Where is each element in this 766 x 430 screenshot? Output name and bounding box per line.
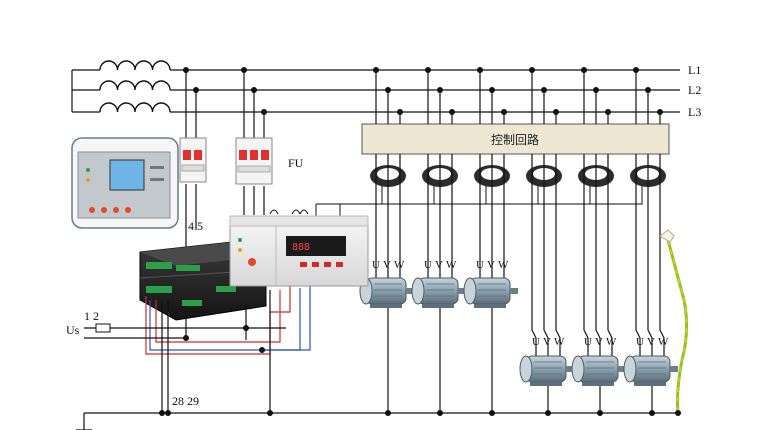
motor-terminal-label: W (606, 336, 617, 348)
svg-text:888: 888 (292, 242, 310, 253)
motor-terminal-label: U (372, 259, 380, 271)
motor-terminal-label: W (394, 259, 405, 271)
motor-terminal-label: V (647, 336, 655, 348)
motor-icon (519, 355, 574, 386)
motor-terminal-label: U (532, 336, 540, 348)
line-label-l1: L1 (688, 63, 701, 77)
inductor-coil (99, 80, 171, 91)
motor-icon (411, 277, 466, 308)
motor-icon (571, 355, 626, 386)
display-inset (71, 137, 179, 229)
motor-terminal-label: W (554, 336, 565, 348)
motor-terminal-label: V (435, 259, 443, 271)
motor-terminal-label: W (446, 259, 457, 271)
inductor-icon (99, 60, 171, 114)
control-loop-box (361, 123, 670, 155)
terminal-label-4-5: 4 5 (188, 219, 203, 233)
ground-icon (659, 229, 689, 416)
supply-lines (84, 323, 286, 339)
line-label-l3: L3 (688, 105, 701, 119)
supply-label: Us (66, 323, 80, 337)
motor-terminal-label: U (584, 336, 592, 348)
inductor-coil (99, 60, 171, 71)
fuse-feeders (183, 67, 267, 140)
control-loop-label: 控制回路 (491, 132, 539, 147)
control-wires (145, 284, 311, 416)
terminal-label-1-2: 1 2 (84, 309, 99, 323)
motor-terminal-label: V (383, 259, 391, 271)
motor-icon (623, 355, 678, 386)
motor-terminal-label: W (658, 336, 669, 348)
bottom-bus (76, 412, 680, 430)
fuse-label: FU (288, 156, 304, 170)
fuse-icon (179, 137, 207, 183)
terminal-label-28-29: 28 29 (172, 394, 199, 408)
fuse-icon (235, 137, 273, 185)
motor-terminal-label: U (636, 336, 644, 348)
motor-terminal-label: W (498, 259, 509, 271)
motor-terminal-label: U (424, 259, 432, 271)
motor-terminal-label: V (487, 259, 495, 271)
motor-icon (463, 277, 518, 308)
motor-terminal-label: V (595, 336, 603, 348)
display-module-icon: 888 (229, 209, 369, 287)
motor-terminal-label: V (543, 336, 551, 348)
fuse-icon (95, 323, 111, 333)
motor-terminal-label: U (476, 259, 484, 271)
inductor-coil (99, 102, 171, 113)
line-label-l2: L2 (688, 83, 701, 97)
